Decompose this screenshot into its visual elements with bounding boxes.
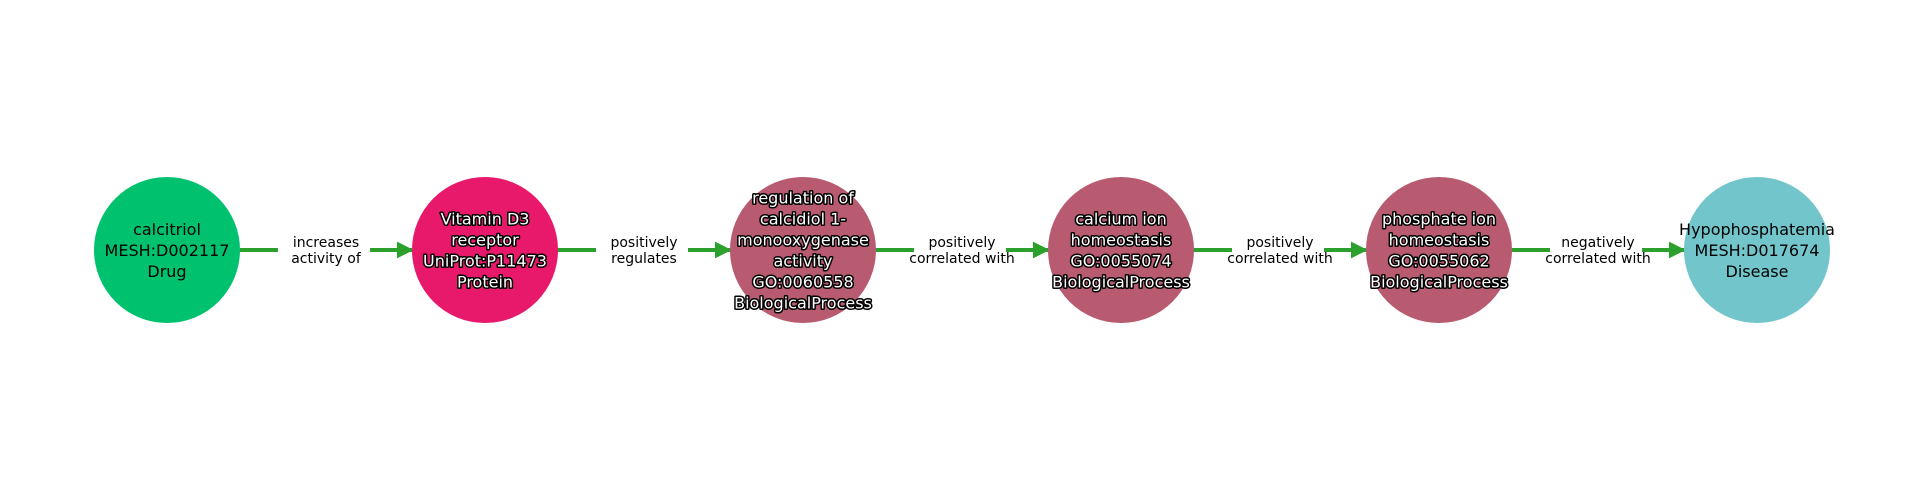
node-circle xyxy=(94,177,240,323)
node-label-line: calcidiol 1- xyxy=(760,210,846,229)
node-label-line: regulation of xyxy=(752,189,854,208)
edge-label-line: increases xyxy=(293,235,359,251)
node-circle xyxy=(1366,177,1512,323)
node-label-line: activity xyxy=(774,252,833,271)
edge-label-line: positively xyxy=(1246,235,1313,251)
node-label-line: UniProt:P11473 xyxy=(423,252,547,271)
node-label-line: Hypophosphatemia xyxy=(1679,220,1835,239)
edge-label-line: negatively xyxy=(1561,235,1634,251)
node-circle xyxy=(1048,177,1194,323)
node-label-line: homeostasis xyxy=(1389,231,1490,250)
edge-label-line: positively xyxy=(928,235,995,251)
edge-label-line: correlated with xyxy=(1545,251,1650,267)
node-circle xyxy=(730,177,876,323)
edge-label-line: correlated with xyxy=(1227,251,1332,267)
edge-label-line: positively xyxy=(610,235,677,251)
node-label-line: Drug xyxy=(147,262,186,281)
node-label-line: calcitriol xyxy=(133,220,201,239)
node-circle xyxy=(1684,177,1830,323)
edge-label-line: activity of xyxy=(291,251,362,267)
node-label-line: phosphate ion xyxy=(1382,210,1496,229)
node-label-line: receptor xyxy=(451,231,519,250)
node-label-line: monooxygenase xyxy=(737,231,869,250)
node-label-line: Vitamin D3 xyxy=(441,210,530,229)
node-label-line: homeostasis xyxy=(1071,231,1172,250)
node-circle xyxy=(412,177,558,323)
node-label: regulation of calcidiol 1- monooxygenase ac… xyxy=(734,189,872,313)
node-label-line: BiologicalProcess xyxy=(734,294,872,313)
node-regulation-calcidiol: regulation of calcidiol 1- monooxygenase ac… xyxy=(730,177,876,323)
node-label-line: MESH:D017674 xyxy=(1695,241,1820,260)
node-label-line: BiologicalProcess xyxy=(1370,273,1508,292)
edge-label-line: regulates xyxy=(611,251,677,267)
edge-label-line: correlated with xyxy=(909,251,1014,267)
node-label-line: GO:0060558 xyxy=(752,273,853,292)
node-label-line: GO:0055074 xyxy=(1070,252,1171,271)
node-label-line: BiologicalProcess xyxy=(1052,273,1190,292)
node-label-line: calcium ion xyxy=(1075,210,1166,229)
node-label-line: Disease xyxy=(1726,262,1789,281)
node-label-line: MESH:D002117 xyxy=(105,241,230,260)
node-label-line: GO:0055062 xyxy=(1388,252,1489,271)
node-label-line: Protein xyxy=(457,273,513,292)
